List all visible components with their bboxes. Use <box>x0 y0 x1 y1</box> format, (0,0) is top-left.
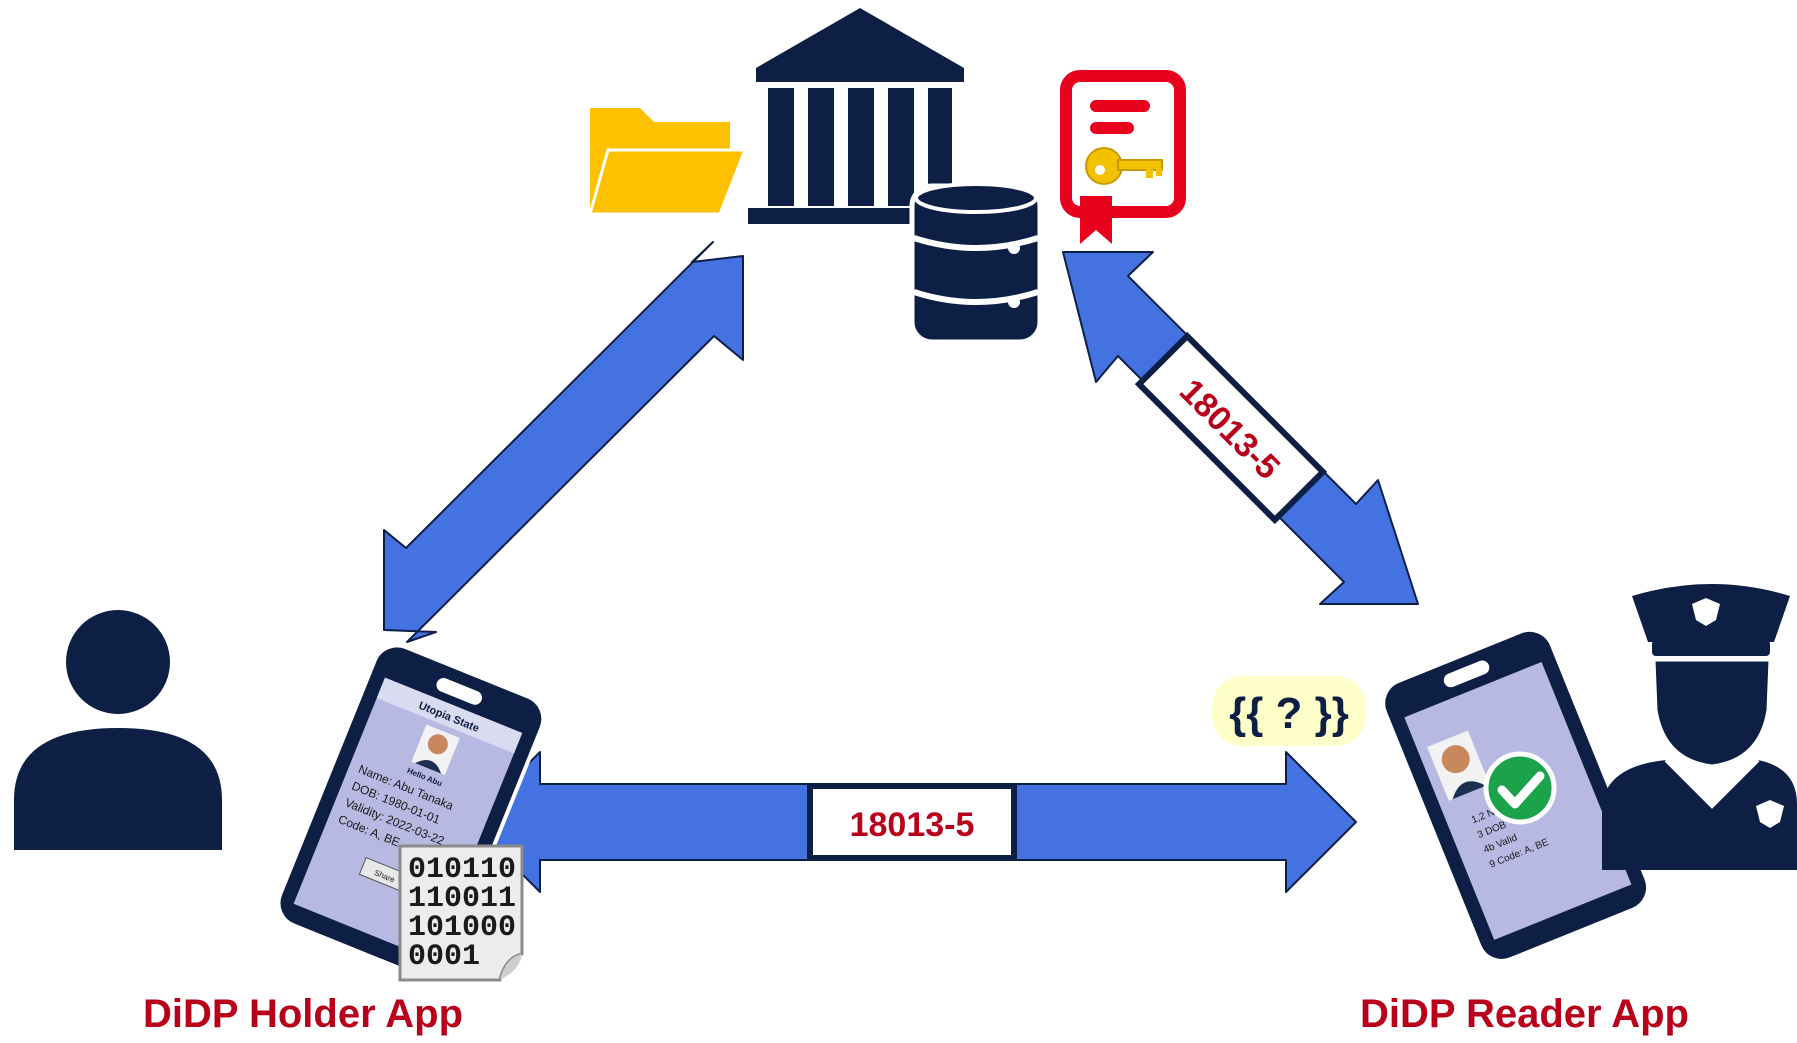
binary-line-2: 110011 <box>408 882 516 916</box>
person-icon <box>14 610 222 850</box>
binary-file-icon: 010110 110011 101000 0001 <box>398 844 524 982</box>
query-braces-text: {{ ? }} <box>1229 689 1349 738</box>
certificate-key-icon <box>1060 70 1186 244</box>
protocol-label-diagonal: 18013-5 <box>1134 331 1328 525</box>
check-icon <box>1483 751 1557 825</box>
protocol-bottom-text: 18013-5 <box>850 806 975 844</box>
binary-line-4: 0001 <box>408 940 480 974</box>
protocol-label-bottom: 18013-5 <box>807 783 1017 861</box>
query-braces: {{ ? }} <box>1212 676 1366 746</box>
folder-icon <box>588 108 748 216</box>
reader-app-label: DiDP Reader App <box>1360 992 1689 1036</box>
holder-app-label: DiDP Holder App <box>143 992 464 1036</box>
police-officer-icon <box>1602 584 1797 870</box>
binary-line-3: 101000 <box>408 911 516 945</box>
binary-line-1: 010110 <box>408 853 516 887</box>
holder-issuer-arrow <box>383 241 744 643</box>
database-icon <box>909 182 1043 345</box>
holder-phone: Utopia State Hello Abu Name: Abu Tanaka … <box>276 643 546 979</box>
